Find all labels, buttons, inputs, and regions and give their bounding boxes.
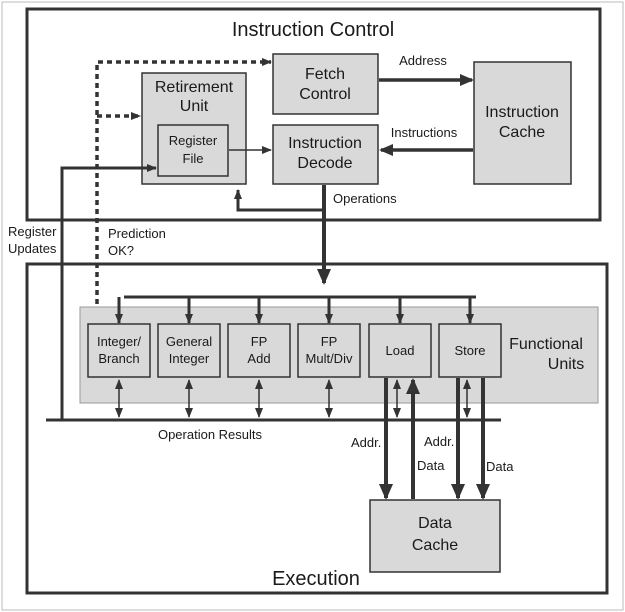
register-updates-label-2: Updates	[8, 241, 57, 256]
execution-region: Execution	[25, 262, 609, 595]
instruction-decode-block: Instruction Decode	[272, 124, 379, 185]
instructions-label: Instructions	[391, 125, 458, 140]
unit-store: Store	[438, 323, 502, 378]
data-cache-label-1: Data	[418, 515, 452, 532]
operations-label: Operations	[333, 191, 397, 206]
unit-store-label-1: Store	[454, 343, 485, 358]
unit-load-label-1: Load	[386, 343, 415, 358]
instruction-decode-label-1: Instruction	[288, 135, 362, 152]
register-updates-arrow	[60, 164, 157, 419]
register-file-label-1: Register	[169, 133, 218, 148]
unit-fp-add-label-2: Add	[247, 351, 270, 366]
unit-general-integer-label-2: Integer	[169, 351, 210, 366]
unit-fp-add: FP Add	[227, 323, 291, 378]
fetch-control-label-1: Fetch	[305, 66, 345, 83]
unit-load: Load	[368, 323, 432, 378]
prediction-ok-label-2: OK?	[108, 243, 134, 258]
retirement-unit-label-2: Unit	[180, 98, 209, 115]
address-label: Address	[399, 53, 447, 68]
execution-title: Execution	[272, 568, 360, 590]
register-file-block: Register File	[157, 124, 229, 177]
instruction-cache-block: Instruction Cache	[473, 61, 572, 185]
register-updates-label-1: Register	[8, 224, 57, 239]
unit-integer-branch-label-2: Branch	[98, 351, 139, 366]
data-cache-label-2: Cache	[412, 537, 458, 554]
load-data-label: Data	[417, 458, 445, 473]
instruction-cache-label-1: Instruction	[485, 104, 559, 121]
instruction-decode-label-2: Decode	[297, 155, 352, 172]
register-file-label-2: File	[183, 151, 204, 166]
instruction-cache-label-2: Cache	[499, 124, 545, 141]
unit-general-integer-label-1: General	[166, 334, 212, 349]
unit-fp-mult-div-label-1: FP	[321, 334, 338, 349]
unit-integer-branch-label-1: Integer/	[97, 334, 141, 349]
unit-fp-mult-div: FP Mult/Div	[297, 323, 361, 378]
unit-integer-branch: Integer/Branch	[87, 323, 151, 378]
instruction-control-title: Instruction Control	[232, 19, 394, 41]
functional-units-label-1: Functional	[509, 336, 583, 353]
load-addr-label: Addr.	[351, 435, 381, 450]
unit-fp-mult-div-label-2: Mult/Div	[306, 351, 353, 366]
functional-units-label-2: Units	[548, 356, 584, 373]
unit-fp-add-label-1: FP	[251, 334, 268, 349]
data-cache-block: Data Cache	[369, 499, 501, 573]
prediction-ok-label-1: Prediction	[108, 226, 166, 241]
operation-results-label: Operation Results	[158, 427, 263, 442]
store-data-label: Data	[486, 459, 514, 474]
fetch-control-block: Fetch Control	[272, 53, 379, 115]
fetch-control-label-2: Control	[299, 86, 351, 103]
retirement-unit-label-1: Retirement	[155, 79, 234, 96]
store-addr-label: Addr.	[424, 434, 454, 449]
